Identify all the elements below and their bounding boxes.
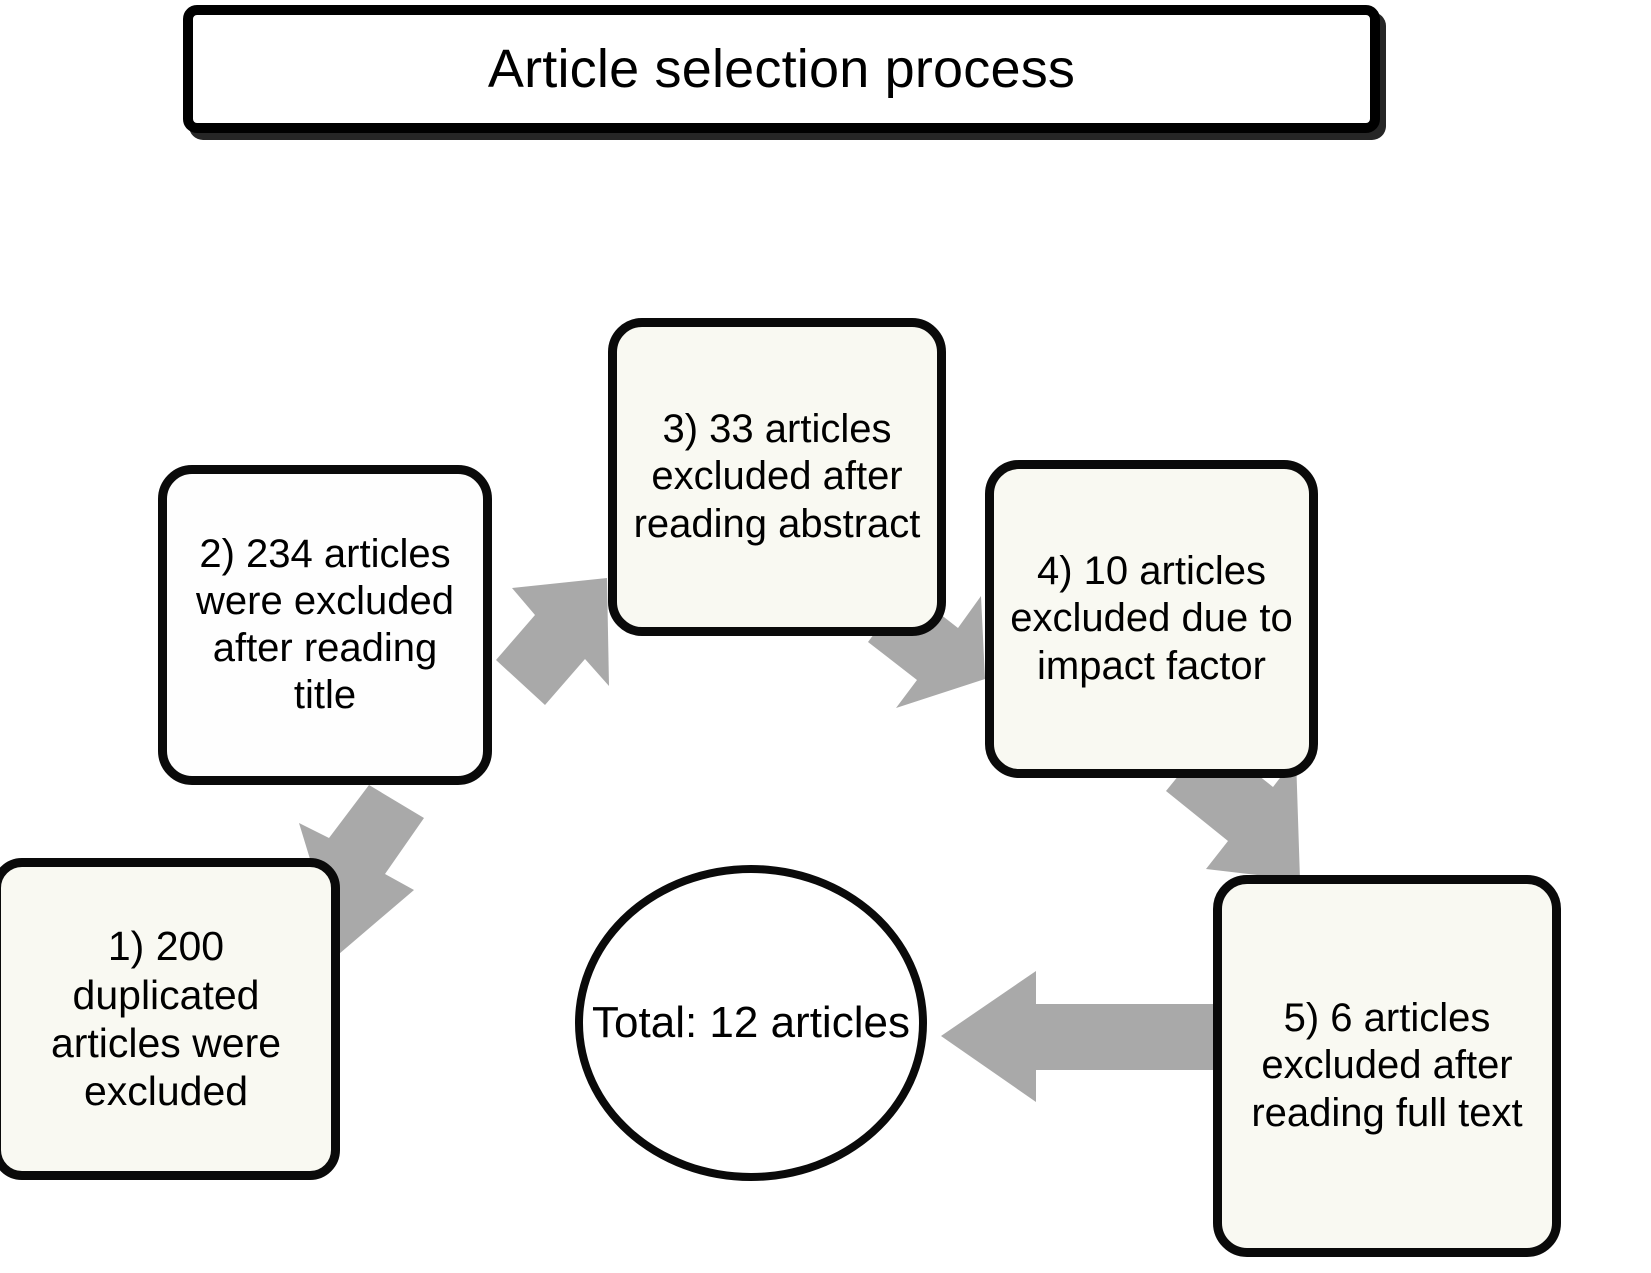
arrow-2-to-3 [496,578,609,705]
flow-node-step-5-label: 5) 6 articles excluded after reading ful… [1251,996,1523,1135]
flow-node-result-total[interactable]: Total: 12 articles [575,865,927,1181]
flow-node-step-5[interactable]: 5) 6 articles excluded after reading ful… [1213,875,1561,1257]
flow-node-step-1-label: 1) 200 duplicated articles were excluded [50,923,282,1115]
figure-title-text: Article selection process [487,38,1076,99]
flow-node-step-3[interactable]: 3) 33 articles excluded after reading ab… [608,318,946,636]
figure-title-box: Article selection process [183,5,1380,133]
arrow-5-to-result [941,971,1214,1102]
flow-node-result-total-label: Total: 12 articles [592,998,910,1048]
flow-node-step-2-label: 2) 234 articles were excluded after read… [196,531,454,718]
flow-node-step-2[interactable]: 2) 234 articles were excluded after read… [158,465,492,785]
flow-node-step-4-label: 4) 10 articles excluded due to impact fa… [1010,549,1293,688]
flow-node-step-1[interactable]: 1) 200 duplicated articles were excluded [0,858,340,1180]
flow-node-step-3-label: 3) 33 articles excluded after reading ab… [633,407,921,546]
flow-node-step-4[interactable]: 4) 10 articles excluded due to impact fa… [985,460,1318,778]
